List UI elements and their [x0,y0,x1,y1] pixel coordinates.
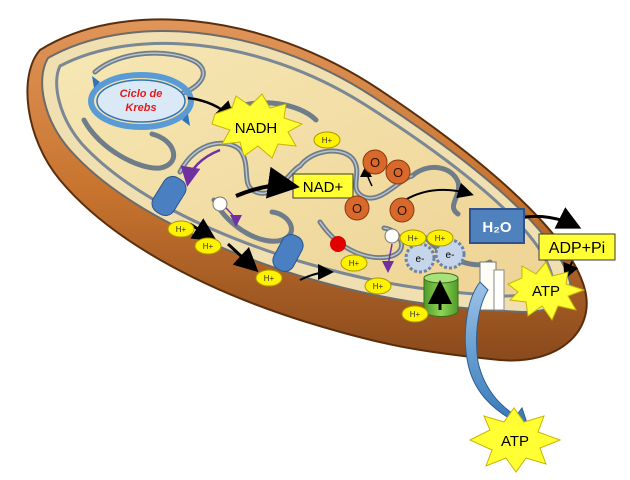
complex-i-electron-arrow [225,207,242,227]
proton-token [255,269,283,287]
oxygen-atom [362,149,388,175]
atp-outer-star-shape [468,407,562,473]
oxygen-pair-top: O O [362,149,411,185]
water-box: H₂O [469,208,525,244]
oxygen-label: O [370,155,380,170]
proton-label: H+ [408,234,419,243]
proton-label: H+ [373,282,384,291]
nad-plus-rect [292,173,354,199]
cytochrome-c [330,236,346,252]
proton-label: H+ [322,136,333,145]
krebs-cycle-arrow-icon [182,114,190,126]
complex-iv-carrier [384,228,400,244]
atp-synthase-stalk [493,269,505,311]
krebs-label-line1: Ciclo de [120,88,163,100]
nadh-star-shape [211,93,304,159]
nadh-to-complex-arrow [180,148,221,187]
nad-plus-label: NAD+ [303,179,344,196]
nadh-burst: NADH [211,93,304,159]
flow-arrow [299,264,334,281]
oxygen-label: O [393,165,403,180]
krebs-cycle-arrow-icon [92,76,100,88]
complex-iv-electron-arrow [382,243,395,273]
proton-label: H+ [410,310,421,319]
oxygen-atom [385,159,411,185]
proton-token [364,277,392,295]
water-label: H₂O [482,219,511,236]
proton-label: H+ [435,234,446,243]
flow-arrow [519,207,582,229]
electron-label: e- [446,250,455,261]
atp-synthase-rotor-top [423,272,459,284]
krebs-cycle: Ciclo de Krebs [88,72,194,130]
nad-plus-box: NAD+ [292,173,354,199]
electron-label: e- [416,254,425,265]
complex-i-carrier [212,196,228,212]
flow-arrow [235,166,300,199]
atp-inner-burst: ATP [507,261,586,322]
atp-outer-label: ATP [501,433,529,450]
oxygen-label: O [352,201,362,216]
adp-pi-label: ADP+Pi [549,240,605,257]
oxygen-atom [344,195,370,221]
proton-token [194,237,222,255]
proton-token [167,220,195,238]
atp-outer-burst: ATP [468,407,562,473]
proton-token [399,229,427,247]
complex-iii [272,234,304,272]
oxygen-pair-bottom: O O [344,195,415,223]
adp-pi-rect [538,233,616,261]
atp-inner-label: ATP [532,283,560,300]
oxygen-label: O [397,203,407,218]
oxygen-atom [389,197,415,223]
krebs-label-line2: Krebs [125,102,156,114]
complex-i [151,175,187,217]
proton-label: H+ [176,225,187,234]
proton-token [340,254,368,272]
proton-label: H+ [264,274,275,283]
protons: H+ H+ H+ H+ H+ H+ H+ H+ H+ [167,131,454,323]
proton-label: H+ [203,242,214,251]
proton-label: H+ [349,259,360,268]
proton-token [313,131,341,149]
proton-token [401,305,429,323]
proton-token [426,229,454,247]
adp-pi-box: ADP+Pi [538,233,616,261]
water-rect [469,208,525,244]
flow-arrow [226,242,259,273]
krebs-cycle-ring [88,72,194,130]
nadh-label: NADH [235,120,278,137]
krebs-cycle-disc [96,79,186,123]
atp-inner-star-shape [507,261,586,322]
